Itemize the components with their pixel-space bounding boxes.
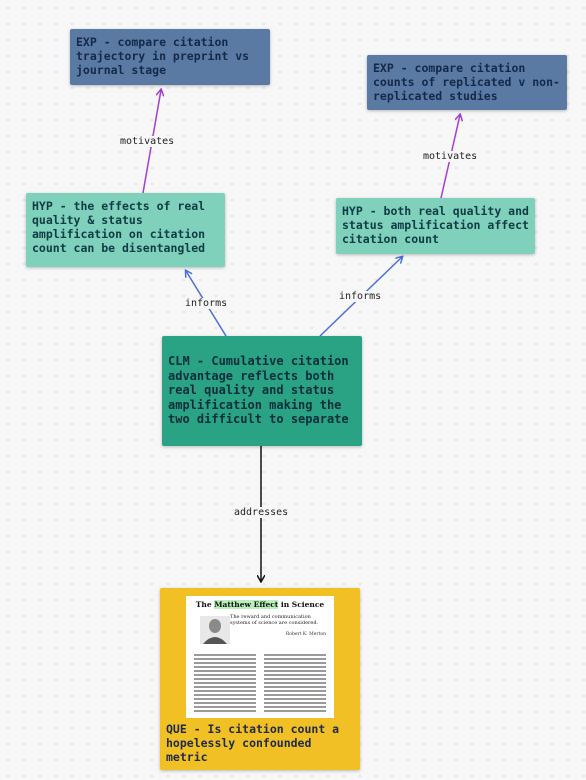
que-node-confounded-metric-text: QUE - Is citation count a hopelessly con…	[166, 722, 340, 764]
paper-text-column-left	[194, 654, 256, 714]
edge-label-motivates-right: motivates	[421, 151, 480, 162]
paper-thumbnail-image: The Matthew Effect in Science The reward…	[186, 596, 334, 718]
edge-label-motivates-left: motivates	[118, 136, 177, 147]
clm-node-cumulative-advantage[interactable]: CLM - Cumulative citation advantage refl…	[162, 336, 362, 446]
paper-author: Robert K. Merton	[285, 632, 326, 637]
exp-node-replicated-studies-text: EXP - compare citation counts of replica…	[373, 61, 560, 103]
hyp-node-disentangled-text: HYP - the effects of real quality & stat…	[32, 199, 206, 255]
exp-node-preprint-trajectory[interactable]: EXP - compare citation trajectory in pre…	[70, 29, 270, 85]
paper-title-highlight: Matthew Effect	[214, 600, 279, 609]
hyp-node-both-affect[interactable]: HYP - both real quality and status ampli…	[336, 198, 535, 254]
hyp-node-disentangled[interactable]: HYP - the effects of real quality & stat…	[26, 193, 225, 267]
edge-label-informs-right: informs	[337, 291, 384, 302]
hyp-node-both-affect-text: HYP - both real quality and status ampli…	[342, 204, 529, 246]
exp-node-replicated-studies[interactable]: EXP - compare citation counts of replica…	[367, 55, 567, 110]
edge-label-informs-left: informs	[183, 298, 230, 309]
exp-node-preprint-trajectory-text: EXP - compare citation trajectory in pre…	[76, 35, 250, 77]
edge-label-addresses: addresses	[232, 507, 291, 518]
paper-text-column-right	[264, 654, 326, 714]
clm-node-cumulative-advantage-text: CLM - Cumulative citation advantage refl…	[168, 354, 349, 426]
paper-title: The Matthew Effect in Science	[195, 600, 325, 609]
author-portrait-icon	[200, 616, 230, 644]
paper-subtitle: The reward and communication systems of …	[230, 614, 319, 626]
